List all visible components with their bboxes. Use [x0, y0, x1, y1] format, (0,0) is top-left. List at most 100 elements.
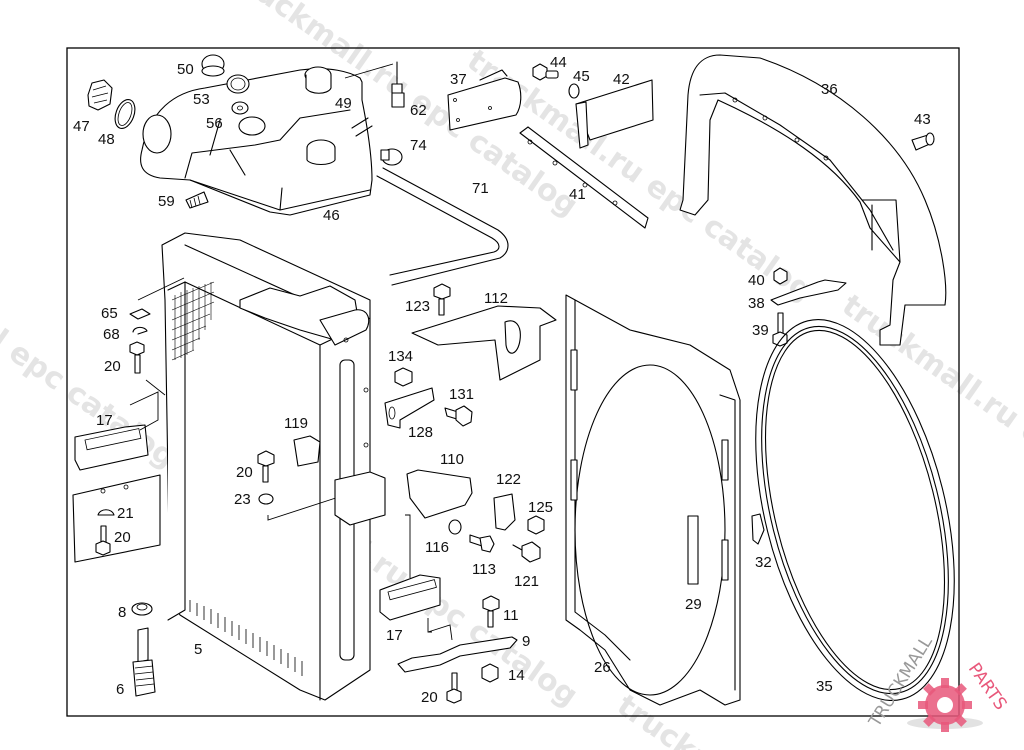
callout-40[interactable]: 40 — [748, 272, 765, 289]
callout-56[interactable]: 56 — [206, 115, 223, 132]
callout-42[interactable]: 42 — [613, 71, 630, 88]
callout-17[interactable]: 17 — [96, 412, 113, 429]
callout-134[interactable]: 134 — [388, 348, 413, 365]
screw-121[interactable] — [512, 541, 541, 563]
callout-6[interactable]: 6 — [116, 681, 124, 698]
callout-20[interactable]: 20 — [114, 529, 131, 546]
callout-44[interactable]: 44 — [550, 54, 567, 71]
washer-56[interactable] — [231, 101, 249, 115]
clip-68[interactable] — [132, 326, 148, 335]
callout-29[interactable]: 29 — [685, 596, 702, 613]
callout-71[interactable]: 71 — [472, 180, 489, 197]
clip-122[interactable] — [493, 493, 516, 531]
callout-68[interactable]: 68 — [103, 326, 120, 343]
bolt-113[interactable] — [469, 534, 495, 553]
callout-35[interactable]: 35 — [816, 678, 833, 695]
bracket-9[interactable] — [397, 636, 518, 673]
callout-8[interactable]: 8 — [118, 604, 126, 621]
seal-ring-53[interactable] — [226, 74, 250, 94]
callout-119[interactable]: 119 — [284, 415, 308, 432]
callout-39[interactable]: 39 — [752, 322, 769, 339]
drain-plug-6[interactable] — [132, 627, 156, 697]
seal-ring-35[interactable] — [720, 299, 989, 721]
callout-9[interactable]: 9 — [522, 633, 530, 650]
bolt-131[interactable] — [444, 405, 473, 427]
expansion-tank-46[interactable] — [140, 66, 373, 216]
clip-21[interactable] — [97, 509, 115, 516]
callout-128[interactable]: 128 — [408, 424, 433, 441]
callout-37[interactable]: 37 — [450, 71, 467, 88]
callout-5[interactable]: 5 — [194, 641, 202, 658]
callout-46[interactable]: 46 — [323, 207, 340, 224]
callout-113[interactable]: 113 — [472, 561, 496, 578]
callout-23[interactable]: 23 — [234, 491, 251, 508]
cap-50[interactable] — [201, 54, 225, 77]
washer-23[interactable] — [258, 493, 274, 505]
callout-48[interactable]: 48 — [98, 131, 115, 148]
callout-125[interactable]: 125 — [528, 499, 553, 516]
nut-134[interactable] — [394, 367, 413, 387]
nut-14[interactable] — [481, 663, 499, 683]
rubber-mount-17[interactable] — [74, 424, 149, 471]
callout-20[interactable]: 20 — [421, 689, 438, 706]
strap-38[interactable] — [770, 279, 847, 306]
callout-20[interactable]: 20 — [104, 358, 121, 375]
callout-36[interactable]: 36 — [821, 81, 838, 98]
fan-shroud-upper-36[interactable] — [679, 54, 947, 346]
callout-62[interactable]: 62 — [410, 102, 427, 119]
callout-50[interactable]: 50 — [177, 61, 194, 78]
bracket-37[interactable] — [447, 69, 522, 131]
callout-38[interactable]: 38 — [748, 295, 765, 312]
hose-71[interactable] — [382, 167, 509, 286]
callout-14[interactable]: 14 — [508, 667, 525, 684]
callout-53[interactable]: 53 — [193, 91, 210, 108]
callout-74[interactable]: 74 — [410, 137, 427, 154]
callout-26[interactable]: 26 — [594, 659, 611, 676]
fitting-43[interactable] — [911, 132, 935, 151]
callout-122[interactable]: 122 — [496, 471, 521, 488]
nut-125[interactable] — [527, 515, 545, 535]
nut-40[interactable] — [773, 267, 788, 285]
callout-49[interactable]: 49 — [335, 95, 352, 112]
callout-21[interactable]: 21 — [117, 505, 134, 522]
callout-59[interactable]: 59 — [158, 193, 175, 210]
callout-11[interactable]: 11 — [503, 607, 519, 624]
callout-131[interactable]: 131 — [449, 386, 474, 403]
fan-shroud-26[interactable] — [565, 294, 741, 706]
bolt-20[interactable] — [129, 341, 145, 374]
strip-29[interactable] — [687, 515, 699, 585]
plate-65[interactable] — [129, 308, 151, 320]
bolt-20[interactable] — [446, 672, 462, 704]
washer-116[interactable] — [448, 519, 462, 535]
hose-clamp-74[interactable] — [380, 148, 403, 166]
washer-45[interactable] — [568, 83, 580, 99]
callout-17[interactable]: 17 — [386, 627, 403, 644]
callout-121[interactable]: 121 — [514, 573, 539, 590]
bolt-20[interactable] — [257, 450, 275, 483]
callout-110[interactable]: 110 — [440, 451, 464, 468]
bolt-123[interactable] — [433, 283, 451, 316]
callout-20[interactable]: 20 — [236, 464, 253, 481]
callout-65[interactable]: 65 — [101, 305, 118, 322]
callout-47[interactable]: 47 — [73, 118, 90, 135]
grommet-8[interactable] — [131, 602, 153, 616]
plug-59[interactable] — [185, 191, 209, 209]
bracket-110[interactable] — [406, 469, 473, 519]
sensor-62[interactable] — [391, 61, 405, 108]
bolt-11[interactable] — [482, 595, 500, 628]
bolt-44[interactable] — [532, 63, 559, 81]
clip-119[interactable] — [293, 435, 321, 467]
bracket-112[interactable] — [411, 305, 557, 381]
bolt-20[interactable] — [95, 525, 111, 556]
bracket-128[interactable] — [384, 387, 435, 429]
cap-47[interactable] — [87, 79, 113, 111]
bracket-42[interactable] — [575, 79, 654, 149]
callout-116[interactable]: 116 — [425, 539, 449, 556]
rail-41[interactable] — [519, 126, 649, 229]
rubber-mount-17[interactable] — [379, 574, 441, 621]
callout-32[interactable]: 32 — [755, 554, 772, 571]
o-ring-48[interactable] — [111, 97, 138, 131]
callout-41[interactable]: 41 — [569, 186, 586, 203]
callout-45[interactable]: 45 — [573, 68, 590, 85]
callout-123[interactable]: 123 — [405, 298, 430, 315]
